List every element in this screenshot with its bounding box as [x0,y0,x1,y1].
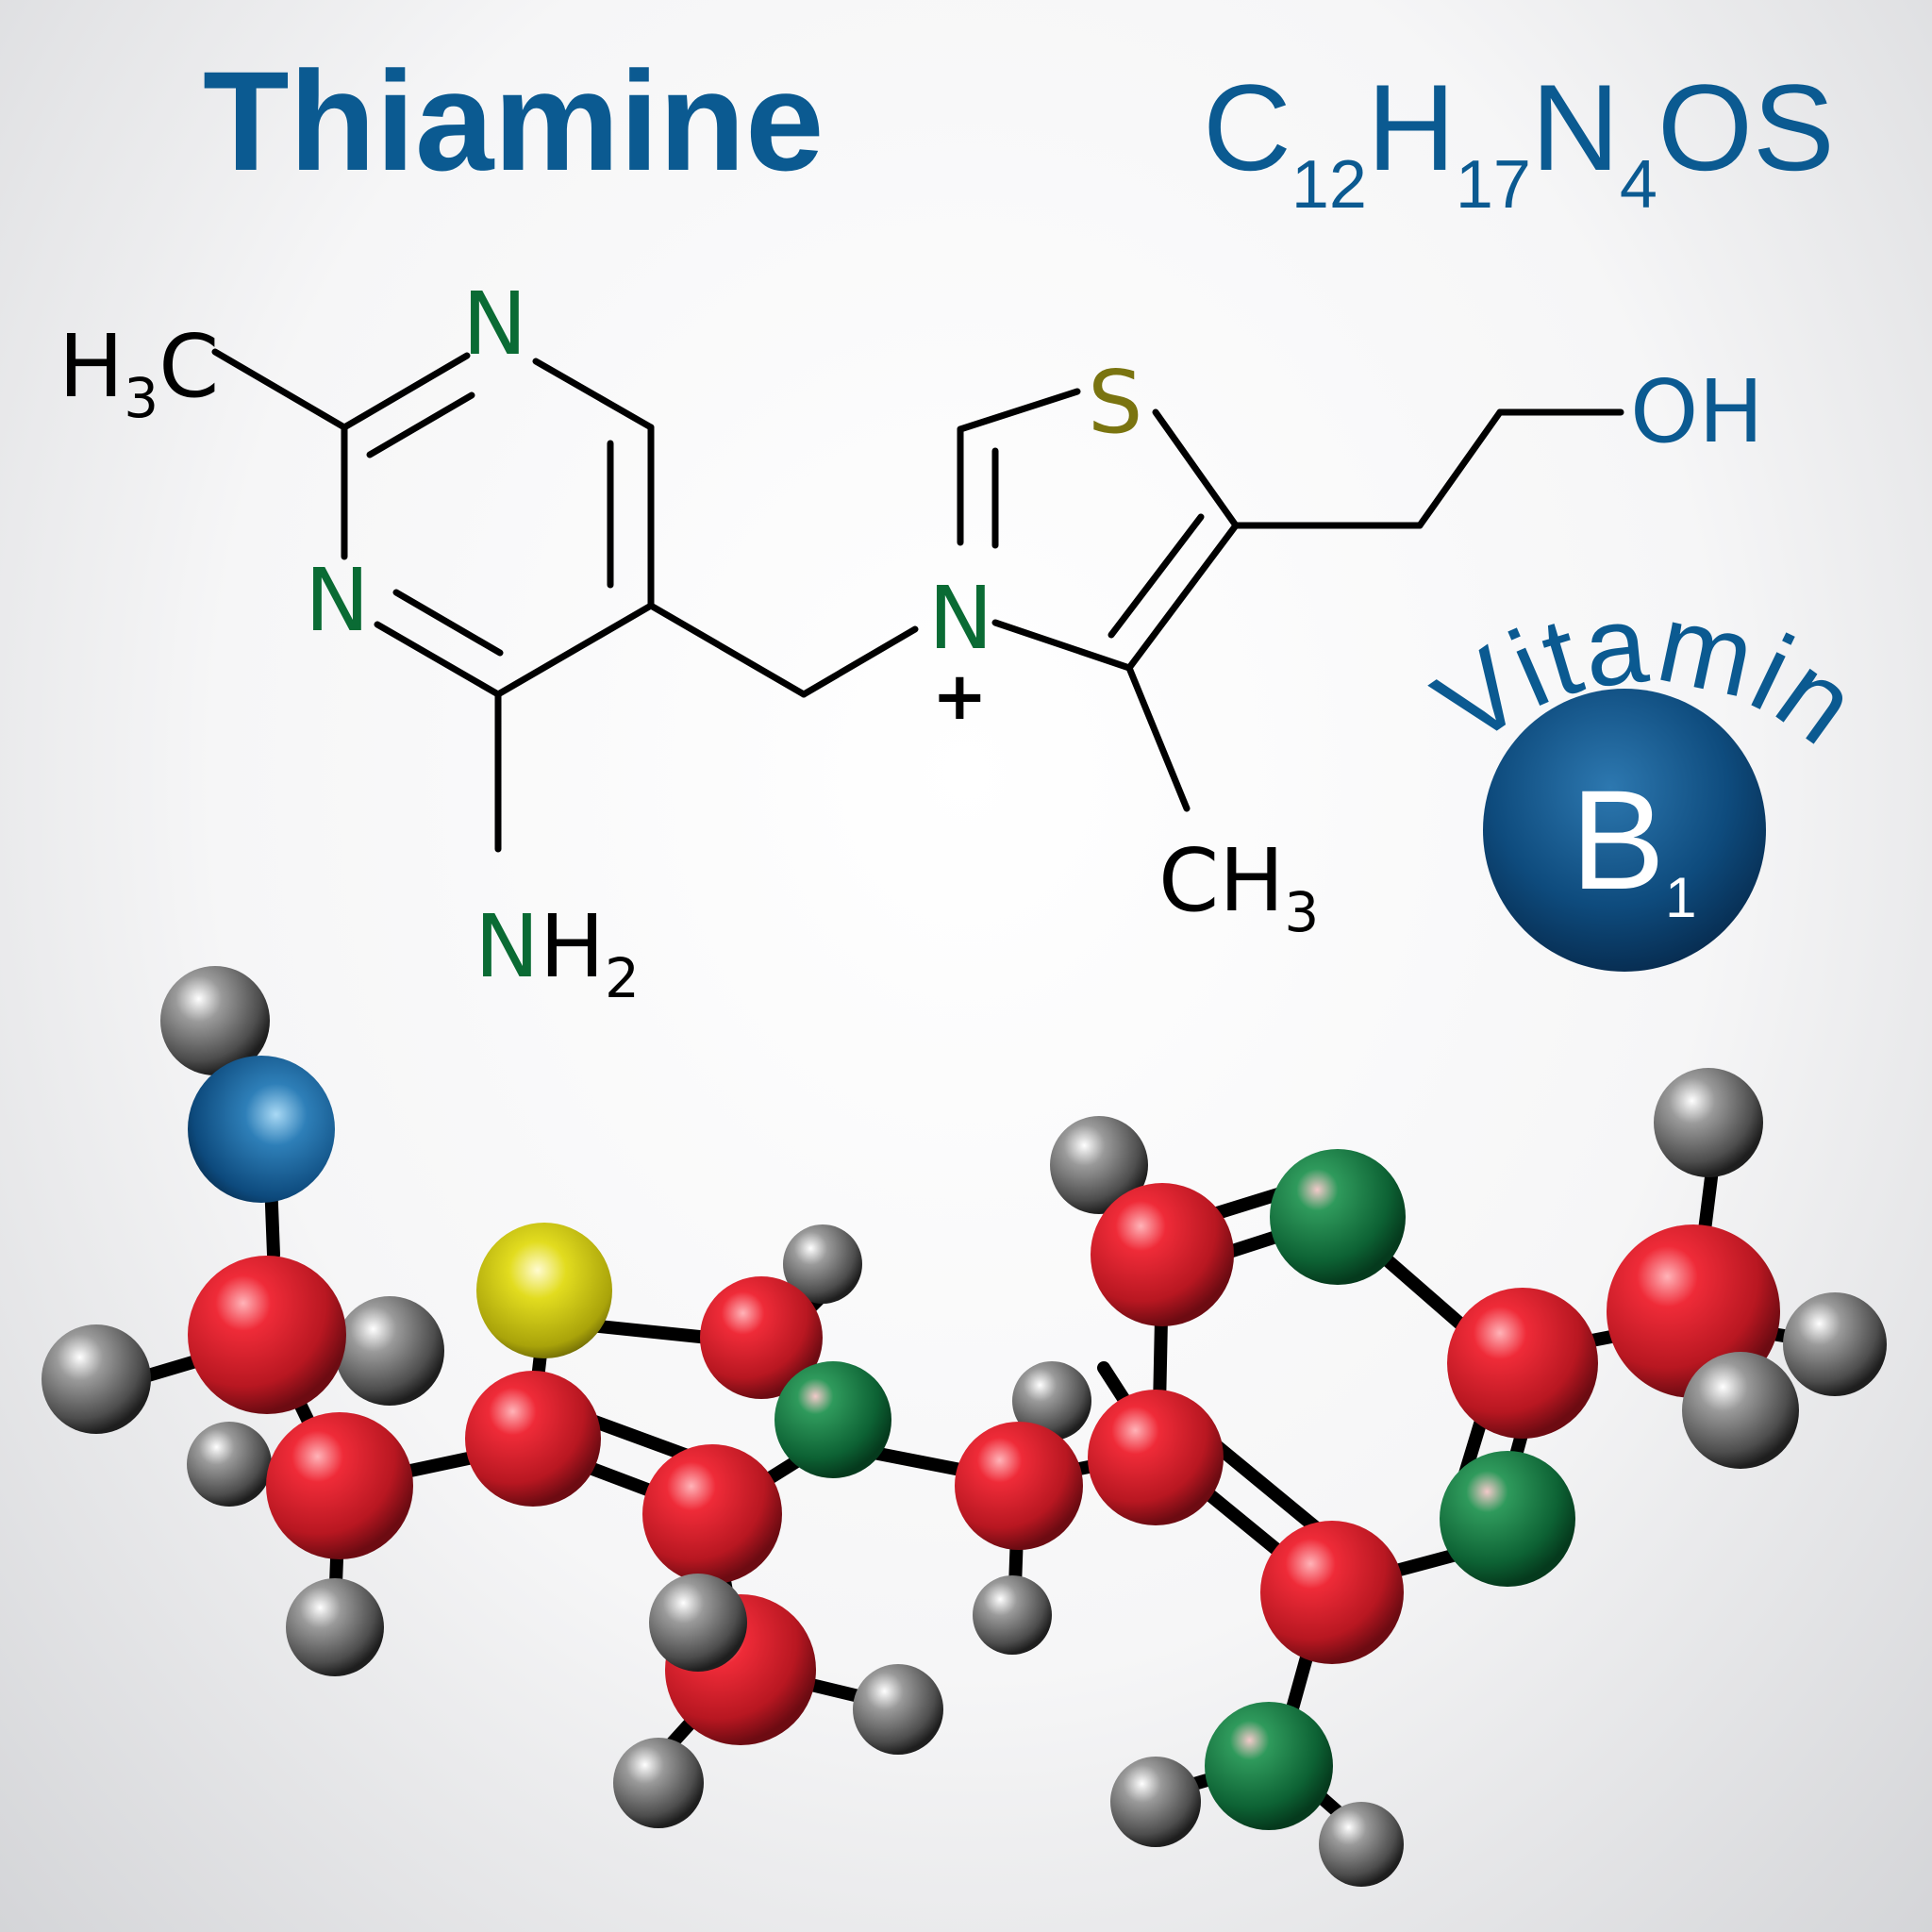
atom-hydrogen [1012,1361,1091,1441]
skeletal-structure [211,348,1624,853]
atom-hydrogen [286,1578,384,1676]
atom-hydrogen [1783,1292,1887,1396]
label-n-thiazolium: N [928,568,993,669]
atom-hydrogen [649,1574,747,1672]
atom-carbon [465,1371,601,1507]
atom-nitrogen [1440,1451,1575,1587]
atom-hydrogen [1654,1068,1763,1177]
formula-h-count: 17 [1456,147,1531,223]
label-n1: N [462,274,527,375]
atom-hydrogen [613,1738,704,1828]
vitamin-b1-badge: Vitamin B1 [1414,580,1878,972]
atom-carbon [642,1444,782,1584]
label-ch3: CH3 [1158,830,1319,944]
atom-hydrogen [335,1296,444,1406]
atom-nitrogen [1205,1702,1333,1830]
label-plus-charge: + [932,658,988,735]
label-h3c: H3C [58,316,219,430]
formula-c-count: 12 [1291,147,1367,223]
ball-and-stick-model [42,966,1887,1887]
atom-hydrogen [1050,1116,1148,1214]
atom-hydrogen [853,1664,943,1755]
atom-carbon [1260,1521,1404,1664]
formula-c: C [1203,58,1291,196]
formula-n: N [1531,58,1620,196]
atom-carbon [1088,1390,1224,1525]
atom-carbon [1091,1183,1234,1326]
atom-carbon [955,1422,1083,1550]
atom-hydrogen [42,1324,151,1434]
formula-os: OS [1657,58,1835,196]
badge-circle [1483,689,1766,972]
label-sulfur: S [1088,352,1142,453]
atom-hydrogen [1110,1757,1201,1847]
atom-oxygen [188,1056,335,1203]
atom-hydrogen [1319,1802,1404,1887]
atom-hydrogen [160,966,270,1075]
molecular-formula: C12H17N4OS [1203,58,1835,223]
label-n3: N [305,550,370,651]
formula-n-count: 4 [1620,147,1657,223]
page-title: Thiamine [203,42,824,200]
atom-hydrogen [187,1422,272,1507]
atom-hydrogen [783,1224,862,1304]
atom-carbon [700,1276,823,1399]
atom-hydrogen [973,1575,1052,1655]
atom-nitrogen [1270,1149,1406,1285]
label-nh2: NH2 [475,896,640,1010]
atom-hydrogen [1682,1352,1799,1469]
label-oh: OH [1630,361,1764,462]
atom-sulfur [476,1223,612,1358]
atom-nitrogen [774,1361,891,1478]
formula-h: H [1367,58,1456,196]
badge-letter: B1 [1571,760,1696,929]
atom-carbon [1447,1288,1598,1439]
atom-carbon [188,1256,346,1414]
atom-carbon [266,1412,413,1559]
